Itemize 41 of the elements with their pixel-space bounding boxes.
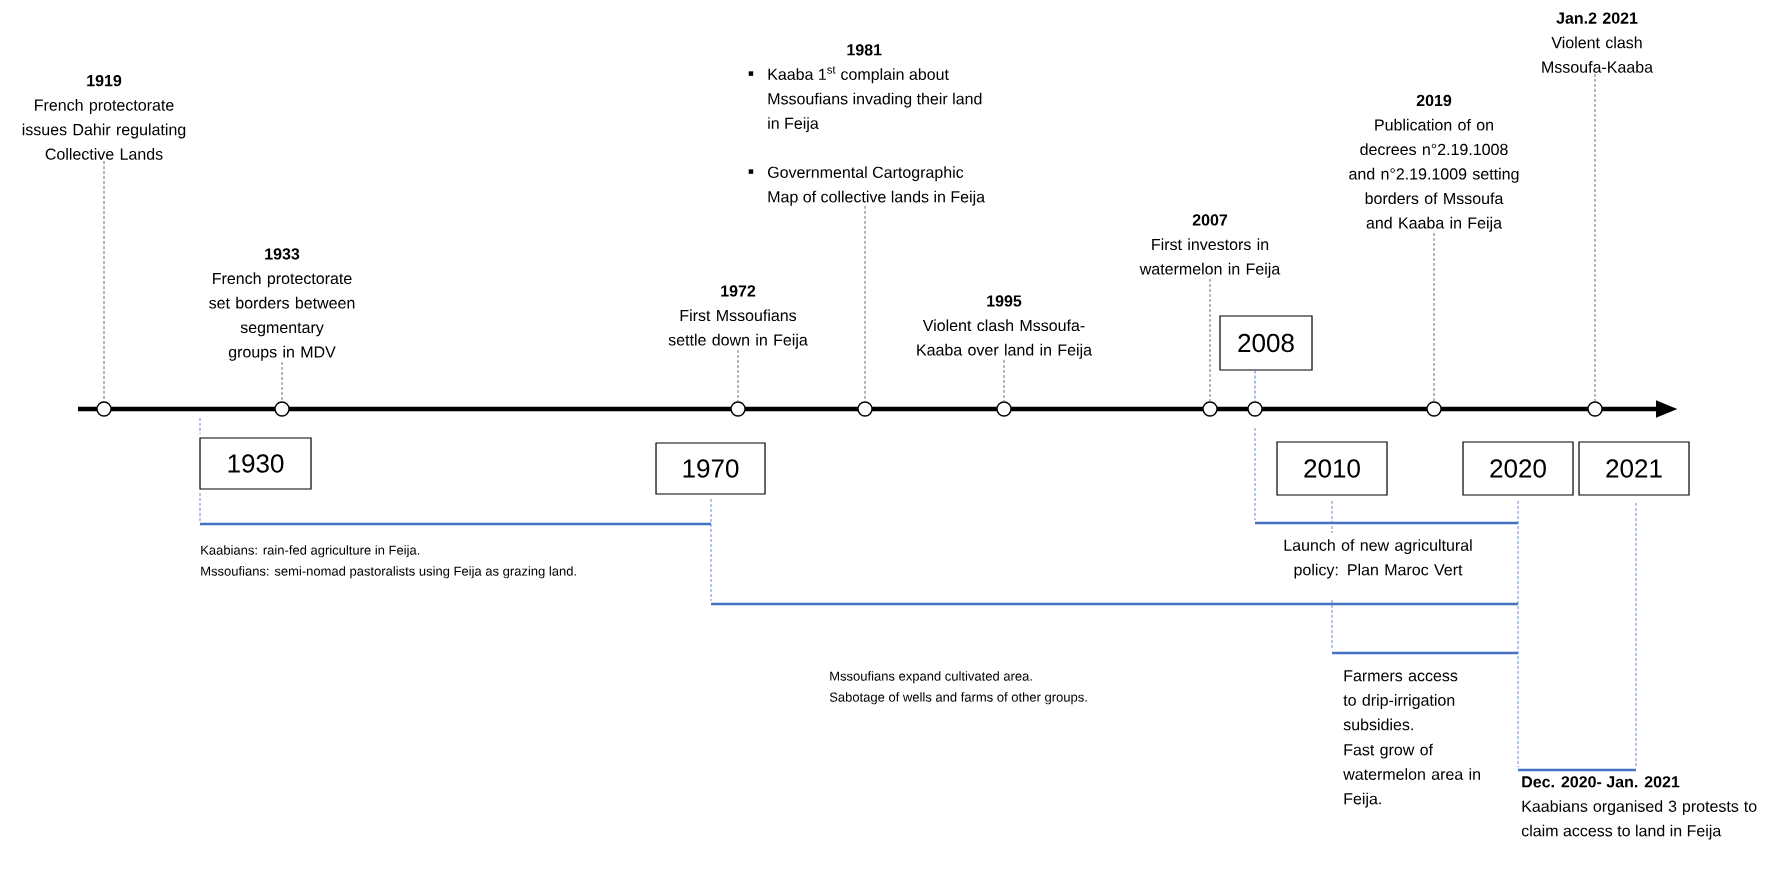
event-text: 1933 French protectorate set borders between segmentary groups in MDV [209,248,355,361]
leader-line [737,349,739,402]
timeline-marker [1202,401,1218,417]
event-text: 1981 Kaaba 1$^{st}$ complain about Mssoufians invading their land in Feija Governmental Cartographic Map of collective lands in Feija [748,44,986,206]
leader-line [1594,73,1596,402]
timeline-marker [730,401,746,417]
period-text: Launch of new agricultural policy: Plan Maroc Vert [1284,539,1472,579]
timeline-marker [996,401,1012,417]
leader-line [103,160,105,402]
event-text: Jan.2 2021 Violent clash Mssoufa-Kaaba [1542,12,1653,73]
year-box: 2021 [1578,441,1690,496]
event-text: 2007 First investors in watermelon in Feija [1139,214,1281,278]
period-text: Kaabians: rain-fed agriculture in Feija. [201,545,420,558]
leader-line [1254,370,1256,402]
year-box: 2008 [1219,315,1313,371]
leader-line [281,361,283,402]
event-text: 1919 French protectorate issues Dahir regulating Collective Lands [22,74,186,160]
timeline-marker [1426,401,1442,417]
period-text: Mssoufians expand cultivated area. [830,671,1032,684]
year-box: 1970 [655,442,766,495]
timeline-marker [96,401,112,417]
period-text: Mssoufians: semi-nomad pastoralists using Feija as grazing land. [201,566,576,579]
event-text: 2019 Publication of on decrees n°2.19.1008 and n°2.19.1009 setting borders of Mssoufa and Kaaba in Feija [1349,94,1519,232]
period-text: Kaabians organised 3 protests to claim access to land in Feija [1521,800,1757,840]
period-text: Fast grow of watermelon area in Feija. [1343,743,1480,808]
timeline-marker [1247,401,1263,417]
leader-line [1003,359,1005,402]
event-text: 1972 First Mssoufians settle down in Feija [668,285,808,349]
period-text: Sabotage of wells and farms of other groups. [829,692,1087,705]
period-text: Dec. 2020- Jan. 2021 [1522,776,1680,788]
leader-line [1433,232,1435,402]
timeline-marker [274,401,290,417]
leader-line [864,205,866,402]
year-box: 2010 [1276,441,1388,496]
leader-line [1209,278,1211,402]
period-text: Farmers access to drip-irrigation subsidies. [1343,670,1458,731]
year-box: 2020 [1462,441,1574,496]
year-box: 1930 [199,437,312,490]
event-text: 1995 Violent clash Mssoufa-Kaaba over land in Feija [917,295,1092,359]
timeline-marker [1587,401,1603,417]
timeline-marker [857,401,873,417]
